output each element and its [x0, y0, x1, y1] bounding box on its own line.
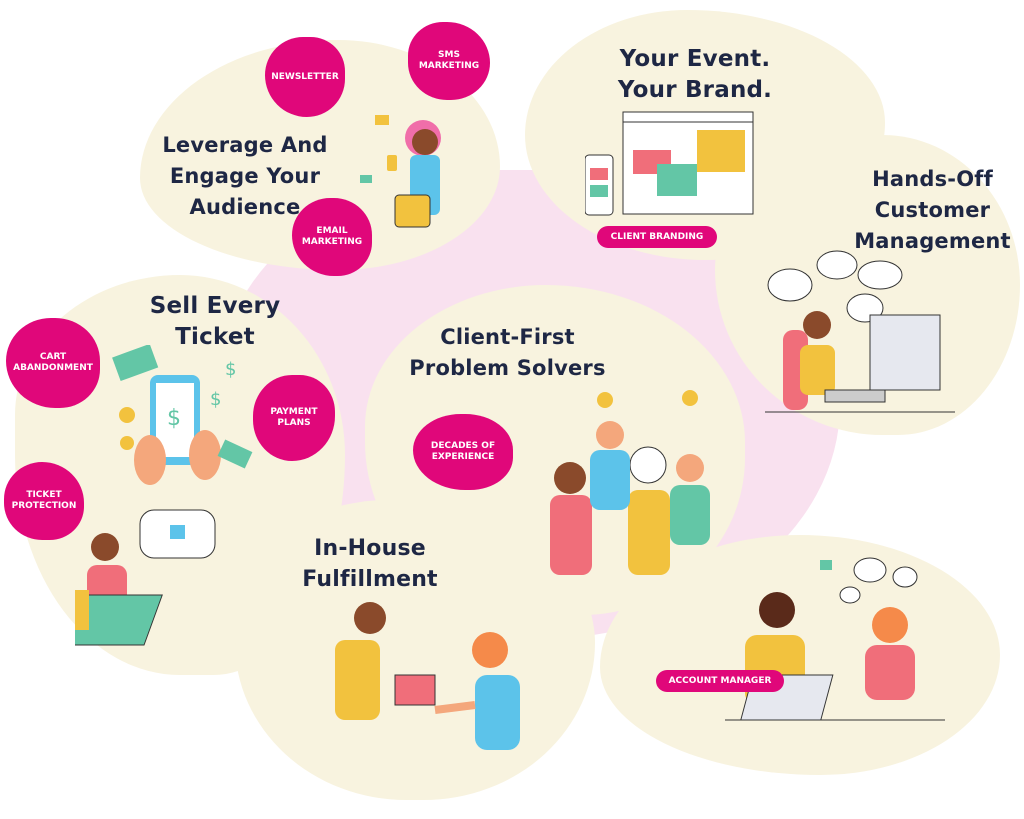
tickets-title: Sell Every Ticket: [130, 291, 300, 353]
title-line: Hands-Off: [872, 167, 993, 191]
tag-client-branding: CLIENT BRANDING: [597, 226, 717, 248]
laptop-security-illustration: [75, 509, 216, 646]
title-line: Your Event.: [619, 46, 771, 72]
woman-with-phone-illustration: [360, 115, 441, 228]
fulfillment-blob: [235, 500, 595, 800]
tag-cart-abandonment: CART ABANDONMENT: [6, 318, 100, 408]
title-line: Customer: [874, 198, 991, 222]
title-line: Leverage And: [162, 133, 328, 157]
title-line: Client-First: [440, 325, 575, 349]
title-line: Sell Every: [149, 293, 281, 319]
account-manager-illustration: [725, 557, 945, 721]
customer-title: Hands-Off Customer Management: [850, 164, 1015, 257]
audience-title: Leverage And Engage Your Audience: [160, 130, 330, 223]
title-line: Your Brand.: [617, 77, 773, 103]
tag-account-manager: ACCOUNT MANAGER: [656, 670, 784, 692]
tag-payment-plans: PAYMENT PLANS: [253, 375, 335, 461]
fulfillment-title: In-House Fulfillment: [290, 533, 450, 595]
team-celebration-illustration: [550, 390, 710, 575]
phone-payment-illustration: $$$: [112, 345, 253, 485]
solvers-title: Client-First Problem Solvers: [395, 322, 620, 384]
tag-decades-of-experience: DECADES OF EXPERIENCE: [413, 414, 513, 490]
title-line: Ticket: [175, 324, 255, 350]
svg-text:$: $: [225, 359, 236, 380]
tag-email-marketing: EMAIL MARKETING: [292, 198, 372, 276]
package-delivery-illustration: [335, 602, 520, 750]
title-line: Management: [854, 229, 1011, 253]
tag-newsletter: NEWSLETTER: [265, 37, 345, 117]
title-line: In-House: [314, 536, 426, 561]
customer-support-illustration: [765, 250, 955, 413]
website-branding-illustration: [585, 111, 754, 216]
svg-text:$: $: [210, 389, 221, 410]
title-line: Audience: [189, 195, 301, 219]
brand-title: Your Event. Your Brand.: [600, 44, 790, 106]
tag-sms-marketing: SMS MARKETING: [408, 22, 490, 100]
svg-text:$: $: [167, 406, 181, 431]
title-line: Fulfillment: [302, 567, 438, 592]
tag-ticket-protection: TICKET PROTECTION: [4, 462, 84, 540]
title-line: Engage Your: [169, 164, 321, 188]
title-line: Problem Solvers: [409, 356, 606, 380]
